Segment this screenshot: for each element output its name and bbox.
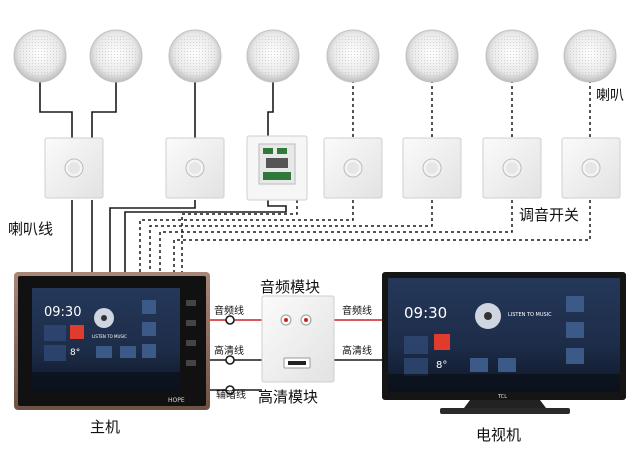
av-module-panel [261,295,335,383]
label-audio-line-left: 音频线 [214,304,244,317]
speaker [168,29,222,83]
speaker [405,29,459,83]
speaker [13,29,67,83]
label-speaker: 喇叭 [596,88,624,104]
terminal-block [246,135,308,201]
host-screen-music: LISTEN TO MUSIC [92,334,127,339]
speaker-wires-dashed [352,80,591,138]
label-speaker-wire: 喇叭线 [8,220,53,238]
host-wires-dashed [139,200,591,272]
volume-switch-row [44,135,621,201]
host-screen-temp: 8° [70,348,80,358]
tv-screen-music: LISTEN TO MUSIC [508,312,552,318]
tv-screen-temp: 8° [436,360,447,371]
speaker [485,29,539,83]
volume-switch [44,137,104,199]
label-hdmi-line-left: 高清线 [214,344,244,357]
volume-switch [323,137,383,199]
speaker-wires [39,80,274,138]
label-audio-line-right: 音频线 [342,304,372,317]
module-lines [206,315,384,395]
ceiling-speaker-row [13,29,617,83]
label-tv: 电视机 [476,426,521,444]
host-wires [71,200,287,272]
speaker [326,29,380,83]
tv-screen-time: 09:30 [404,304,447,322]
label-audio-module: 音频模块 [260,278,320,296]
speaker [563,29,617,83]
tv-set [382,272,626,414]
speaker [89,29,143,83]
host-brand: HOPE [168,397,185,404]
label-hd-module: 高清模块 [258,388,318,406]
volume-switch [561,137,621,199]
volume-switch [402,137,462,199]
label-hdmi-line-right: 高清线 [342,344,372,357]
volume-switch [165,137,225,199]
label-volume-switch: 调音开关 [519,206,579,224]
host-screen-time: 09:30 [44,305,81,320]
label-host: 主机 [90,418,120,436]
label-aux-line: 辅暗线 [216,388,246,401]
speaker [246,29,300,83]
tv-brand: TCL [497,394,507,400]
volume-switch [482,137,542,199]
host-unit [14,272,210,410]
